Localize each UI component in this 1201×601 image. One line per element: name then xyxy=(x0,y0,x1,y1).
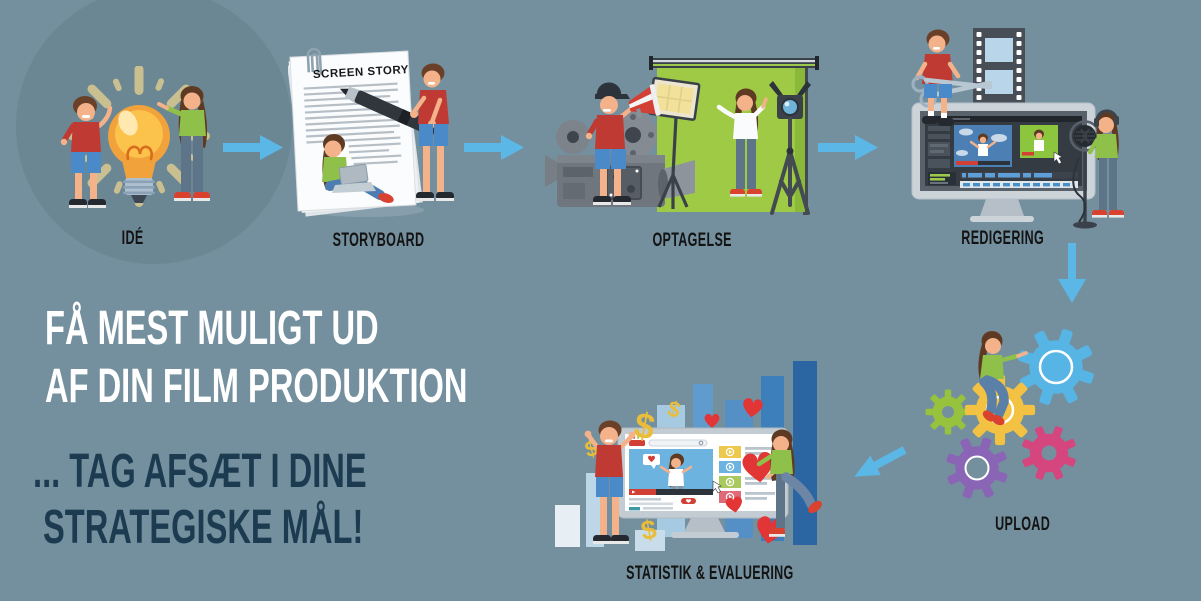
editor-boy-scissors xyxy=(911,29,993,126)
video-site-logo xyxy=(629,440,645,446)
flow-arrow-down-icon xyxy=(1058,243,1086,303)
step-label-redigering: REDIGERING xyxy=(961,228,1045,249)
editing-illustration xyxy=(911,28,1124,229)
recording-illustration xyxy=(545,56,819,215)
step-label-ide: IDÉ xyxy=(122,228,144,249)
svg-text:$: $ xyxy=(639,514,659,546)
script-paper: SCREEN STORY xyxy=(288,47,423,217)
lightbulb-icon xyxy=(108,105,170,203)
headline: FÅ MEST MULIGT UD AF DIN FILM PRODUKTION xyxy=(45,300,666,416)
subheadline-line1: ... TAG AFSÆT I DINE xyxy=(33,445,367,498)
storyboard-boy xyxy=(410,63,454,201)
step-label-ide-wrap: IDÉ xyxy=(23,228,243,250)
step-label-optagelse: OPTAGELSE xyxy=(652,230,732,251)
director-boy xyxy=(585,82,661,205)
step-label-upload: UPLOAD xyxy=(995,514,1051,535)
step-label-redigering-wrap: REDIGERING xyxy=(893,228,1113,250)
laptop-icon xyxy=(332,163,376,193)
editing-monitor xyxy=(911,102,1096,222)
stats-monitor xyxy=(617,427,789,538)
storyboard-girl-laptop xyxy=(322,134,394,203)
statistics-illustration: $ $ $ $ xyxy=(555,361,822,551)
step-label-upload-wrap: UPLOAD xyxy=(913,514,1133,536)
upload-girl xyxy=(978,331,1028,426)
pen-icon xyxy=(339,86,437,136)
step-label-optagelse-wrap: OPTAGELSE xyxy=(582,230,802,252)
preview-window-blue xyxy=(954,125,1012,167)
cursor-icon xyxy=(1053,151,1063,165)
step-label-statistik-wrap: STATISTIK & EVALUERING xyxy=(583,563,803,585)
search-icon xyxy=(698,440,704,446)
flow-arrow-right-1-icon xyxy=(223,135,283,160)
softbox-light-icon xyxy=(647,76,701,209)
actress xyxy=(716,88,768,197)
upload-illustration xyxy=(925,318,1103,509)
headline-line2: AF DIN FILM PRODUKTION xyxy=(45,360,468,413)
subheadline: ... TAG AFSÆT I DINE STRATEGISKE MÅL! xyxy=(33,444,524,556)
idea-illustration xyxy=(60,66,210,208)
editor-girl-headphones xyxy=(1087,109,1124,218)
idea-boy xyxy=(60,96,113,208)
flow-arrow-right-3-icon xyxy=(818,135,878,160)
megaphone-icon xyxy=(628,84,661,118)
step-label-storyboard-wrap: STORYBOARD xyxy=(269,230,489,252)
microphone-icon xyxy=(1069,120,1101,229)
timeline xyxy=(960,172,1078,188)
cursor-icon xyxy=(712,480,722,494)
spotlight-icon xyxy=(769,81,811,215)
step-label-statistik: STATISTIK & EVALUERING xyxy=(626,563,794,584)
subheadline-line2: STRATEGISKE MÅL! xyxy=(43,501,364,554)
stats-girl xyxy=(756,429,822,537)
video-player xyxy=(629,449,713,495)
preview-window-green xyxy=(1020,125,1063,165)
stats-boy xyxy=(584,420,636,544)
headphones-icon xyxy=(1095,109,1118,120)
headline-line1: FÅ MEST MULIGT UD xyxy=(45,302,379,355)
flow-arrow-down-left-icon xyxy=(854,446,907,477)
idea-girl xyxy=(157,86,210,201)
storyboard-illustration: SCREEN STORY xyxy=(288,47,454,217)
paper-title: SCREEN STORY xyxy=(313,64,410,81)
paperclip-icon xyxy=(306,47,323,75)
film-strip-icon xyxy=(973,28,1025,108)
step-label-storyboard: STORYBOARD xyxy=(333,230,425,251)
flow-arrow-right-2-icon xyxy=(464,135,524,160)
